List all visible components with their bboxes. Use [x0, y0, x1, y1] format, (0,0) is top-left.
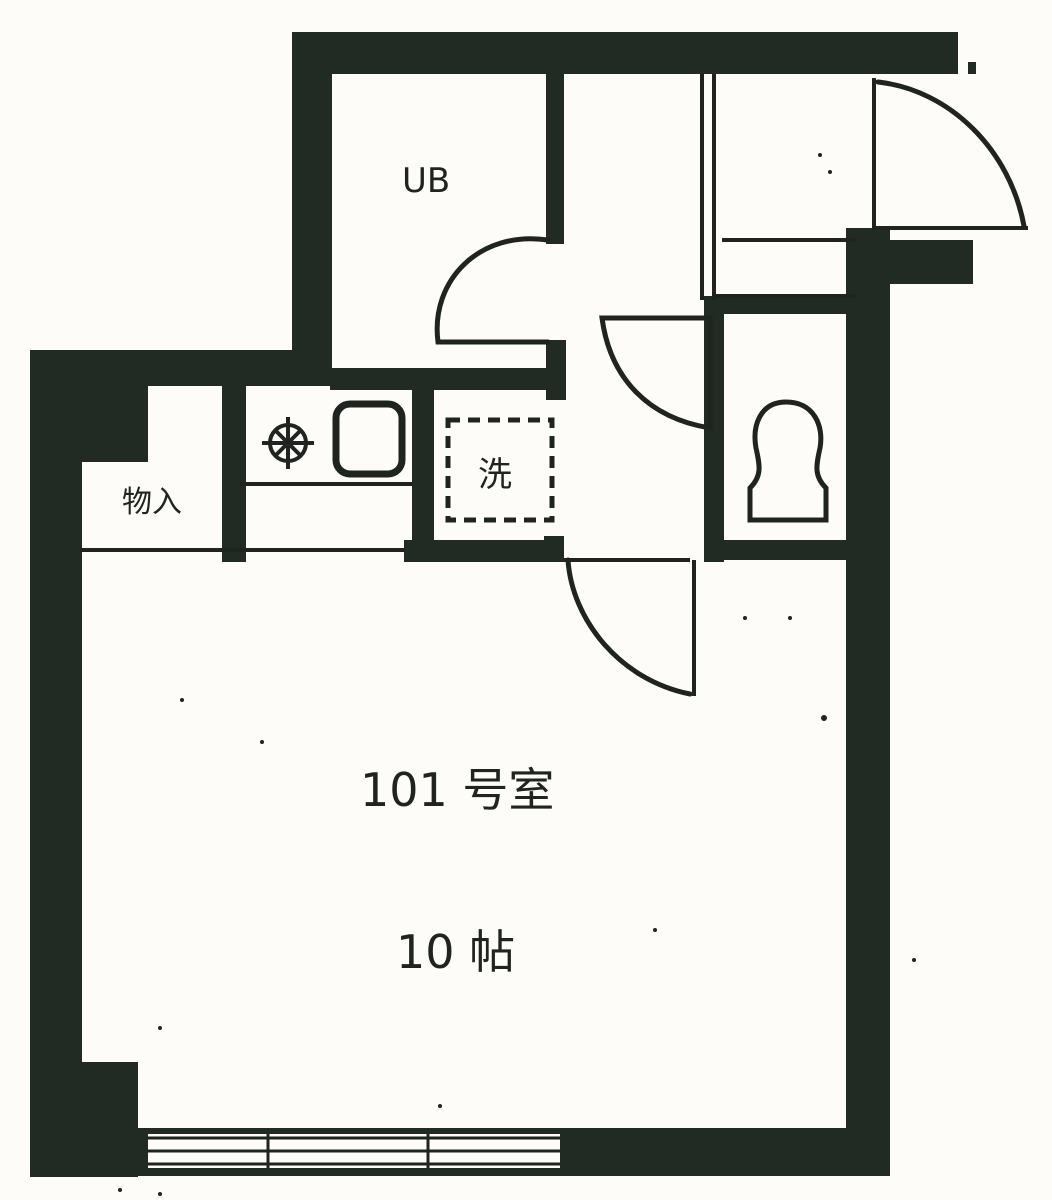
gas-burner-icon — [262, 417, 314, 469]
wall-storage-top — [80, 350, 148, 462]
doors — [434, 79, 1027, 697]
washer-space-icon — [445, 417, 555, 523]
wall-washer-right — [544, 536, 564, 556]
wall-right-tick — [968, 62, 976, 74]
window — [148, 1134, 560, 1168]
wall-bath-bottom — [330, 368, 566, 390]
label-room-size: 10 帖 — [396, 925, 515, 979]
door-room — [565, 557, 693, 697]
interior-walls — [222, 74, 854, 562]
scan-specks — [118, 153, 916, 1196]
wall-washer-bottom — [404, 540, 564, 562]
wall-left — [30, 350, 82, 1150]
wall-washer-left — [412, 388, 434, 558]
wall-top — [298, 32, 958, 74]
toilet-icon — [747, 399, 829, 523]
wall-toilet-left — [704, 312, 724, 562]
label-room-number: 101 号室 — [360, 763, 554, 817]
wall-right — [846, 228, 890, 1176]
door-toilet — [599, 315, 713, 431]
exterior-walls — [30, 32, 976, 1177]
wall-toilet-bottom — [704, 540, 854, 560]
label-storage: 物入 — [122, 485, 182, 520]
wall-kitchen-left — [222, 384, 246, 562]
thin-lines — [80, 74, 1028, 696]
wall-toilet-top — [704, 296, 854, 314]
sink-icon — [332, 400, 406, 478]
wall-bath-left — [292, 32, 332, 377]
door-entrance — [875, 79, 1027, 229]
wall-right-nub — [855, 240, 973, 284]
label-washer: 洗 — [478, 455, 512, 495]
label-bath: UB — [402, 161, 450, 201]
wall-bath-right-upper — [546, 74, 564, 244]
door-bath — [434, 236, 551, 345]
